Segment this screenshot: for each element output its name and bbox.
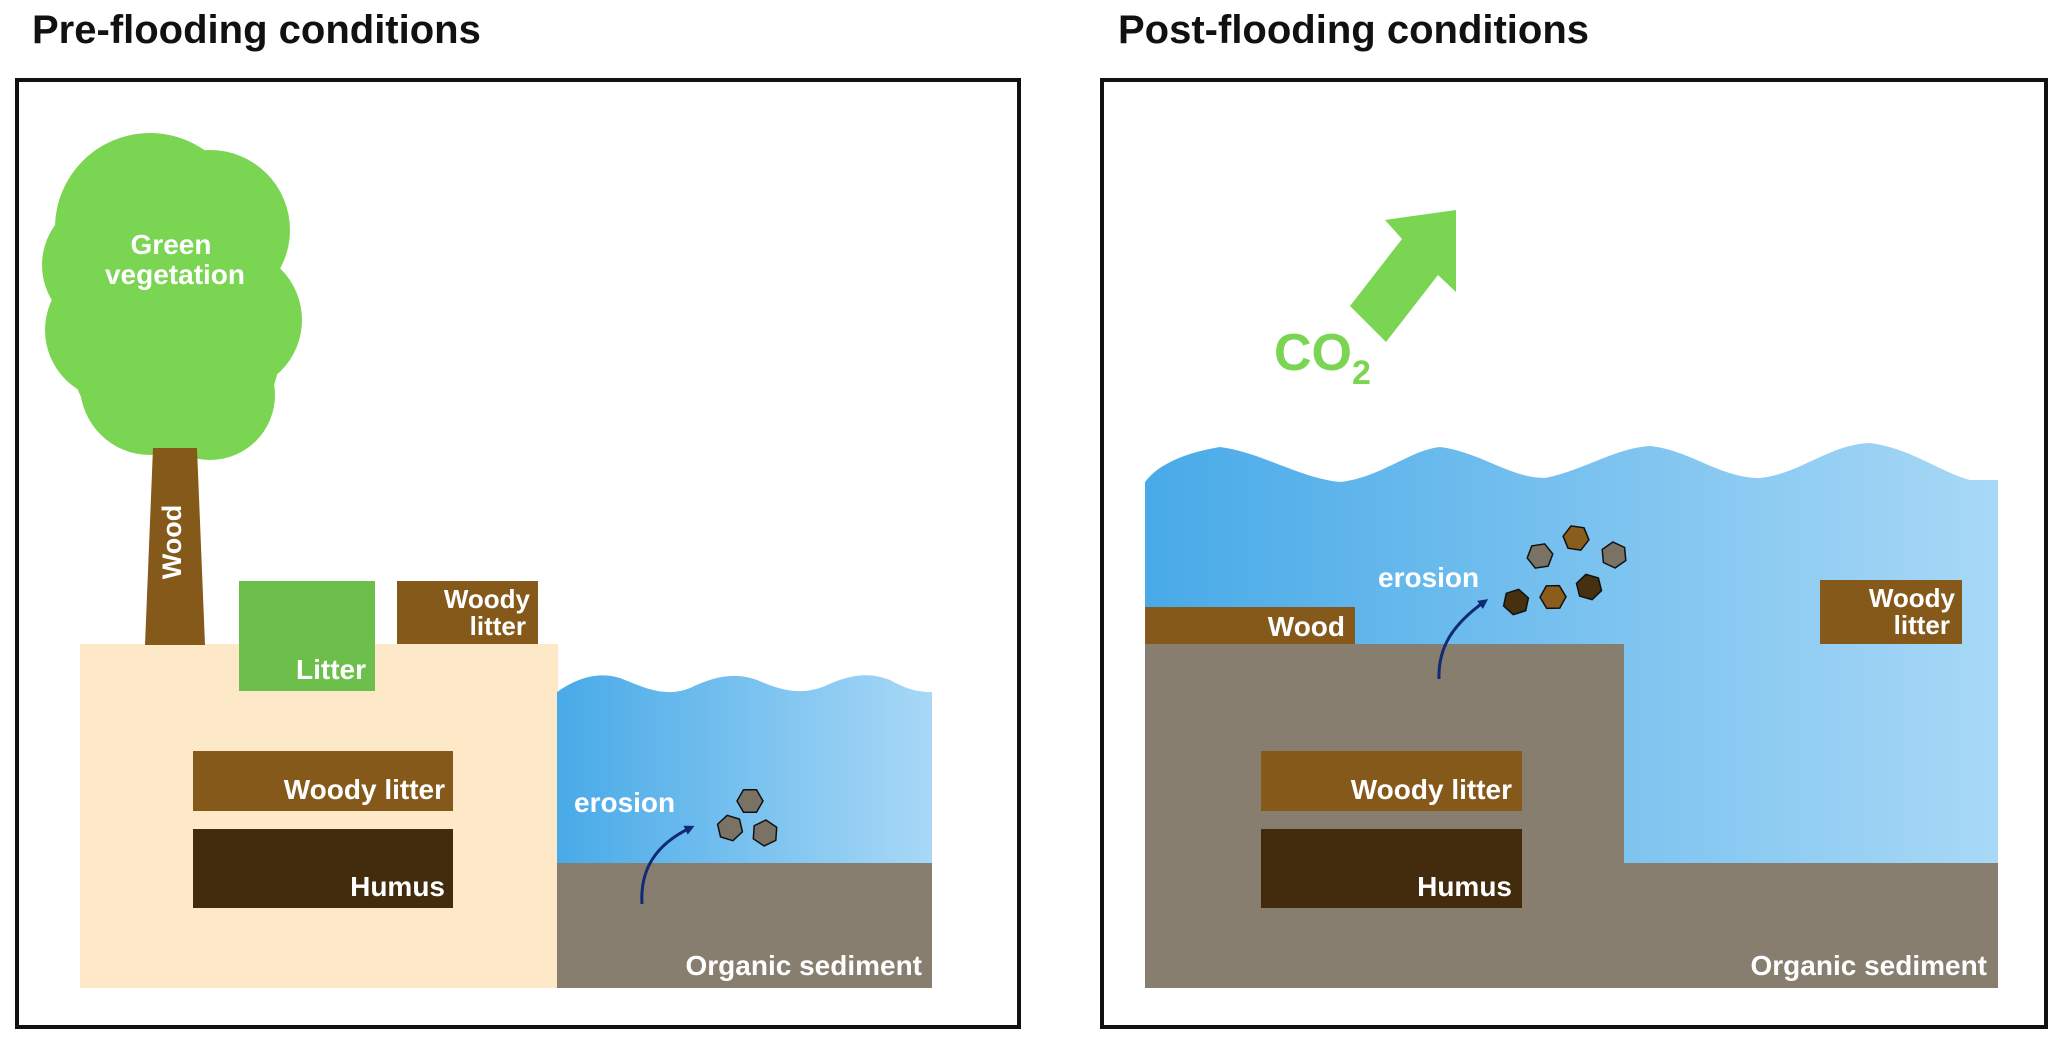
erosion-arrow-pre	[640, 825, 695, 905]
particle-hex	[1575, 573, 1603, 601]
woody-litter-buried-label-post: Woody litter	[1351, 774, 1512, 805]
co2-label: CO2	[1274, 324, 1371, 392]
green-vegetation-label-line1: Green	[131, 229, 212, 260]
pre-water	[557, 675, 932, 863]
woody-litter-buried-box-pre	[193, 751, 453, 811]
humus-box-pre	[193, 829, 453, 908]
pre-panel-frame	[15, 78, 1021, 1029]
particles-pre	[716, 788, 778, 847]
woody-litter-surface-label-line2: litter	[470, 611, 526, 641]
wood-label-pre: Wood	[157, 505, 187, 579]
particle-hex	[1526, 543, 1554, 569]
particle-hex	[716, 814, 744, 842]
humus-label-post: Humus	[1417, 871, 1512, 902]
post-flooding-panel: CO2 Organic sediment Wood Woody litter W…	[1100, 78, 2048, 1029]
litter-box	[239, 581, 375, 691]
woody-litter-buried-box-post	[1261, 751, 1522, 811]
particle-hex	[1502, 588, 1530, 616]
organic-sediment-label-pre: Organic sediment	[685, 950, 922, 981]
humus-label-pre: Humus	[350, 871, 445, 902]
particle-hex	[736, 788, 764, 814]
woody-litter-surface-label-line1: Woody	[444, 584, 531, 614]
wood-box-post	[1145, 607, 1355, 644]
particle-hex	[752, 819, 778, 847]
co2-release-arrow	[1350, 210, 1456, 342]
woody-litter-floating-label-line1: Woody	[1869, 583, 1956, 613]
woody-litter-buried-label-pre: Woody litter	[284, 774, 445, 805]
particle-hex	[1562, 525, 1590, 551]
woody-litter-floating-box	[1820, 580, 1962, 644]
pre-organic-sediment	[557, 863, 932, 988]
wood-label-post: Wood	[1268, 611, 1345, 642]
litter-label: Litter	[296, 654, 366, 685]
woody-litter-surface-box	[397, 581, 538, 644]
post-flooding-title: Post-flooding conditions	[1118, 8, 1590, 52]
pre-flooding-title: Pre-flooding conditions	[32, 8, 481, 52]
woody-litter-floating-label-line2: litter	[1894, 610, 1950, 640]
pre-flooding-panel: Green vegetation Wood Litter Woody litte…	[15, 78, 1021, 1029]
co2-main: CO	[1274, 324, 1352, 382]
organic-sediment-label-post: Organic sediment	[1750, 950, 1987, 981]
post-panel-frame	[1100, 78, 2048, 1029]
tree-trunk	[145, 448, 205, 645]
tree-crown	[42, 133, 302, 460]
pre-soil-block	[80, 644, 558, 988]
erosion-arrow-post	[1437, 599, 1489, 680]
particles-post	[1502, 525, 1627, 616]
particle-hex	[1601, 541, 1627, 569]
co2-subscript: 2	[1352, 354, 1371, 392]
humus-box-post	[1261, 829, 1522, 908]
erosion-label-pre: erosion	[574, 787, 675, 818]
erosion-label-post: erosion	[1378, 562, 1479, 593]
particle-hex	[1539, 584, 1567, 610]
green-vegetation-label-line2: vegetation	[105, 259, 245, 290]
